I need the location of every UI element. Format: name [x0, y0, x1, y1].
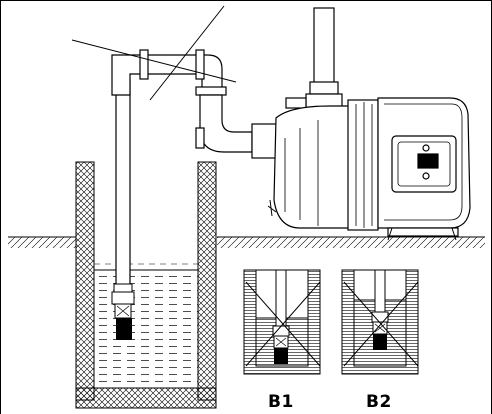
well — [75, 161, 217, 409]
cross-out-lines — [71, 5, 237, 101]
inset-b2 — [341, 269, 419, 375]
foot-valve — [111, 283, 135, 340]
ground-surface — [8, 236, 485, 248]
label-b1: B1 — [268, 392, 294, 412]
inset-b1 — [243, 269, 321, 375]
pump — [267, 7, 471, 241]
suction-pipe — [111, 49, 281, 291]
label-b2: B2 — [366, 392, 392, 412]
